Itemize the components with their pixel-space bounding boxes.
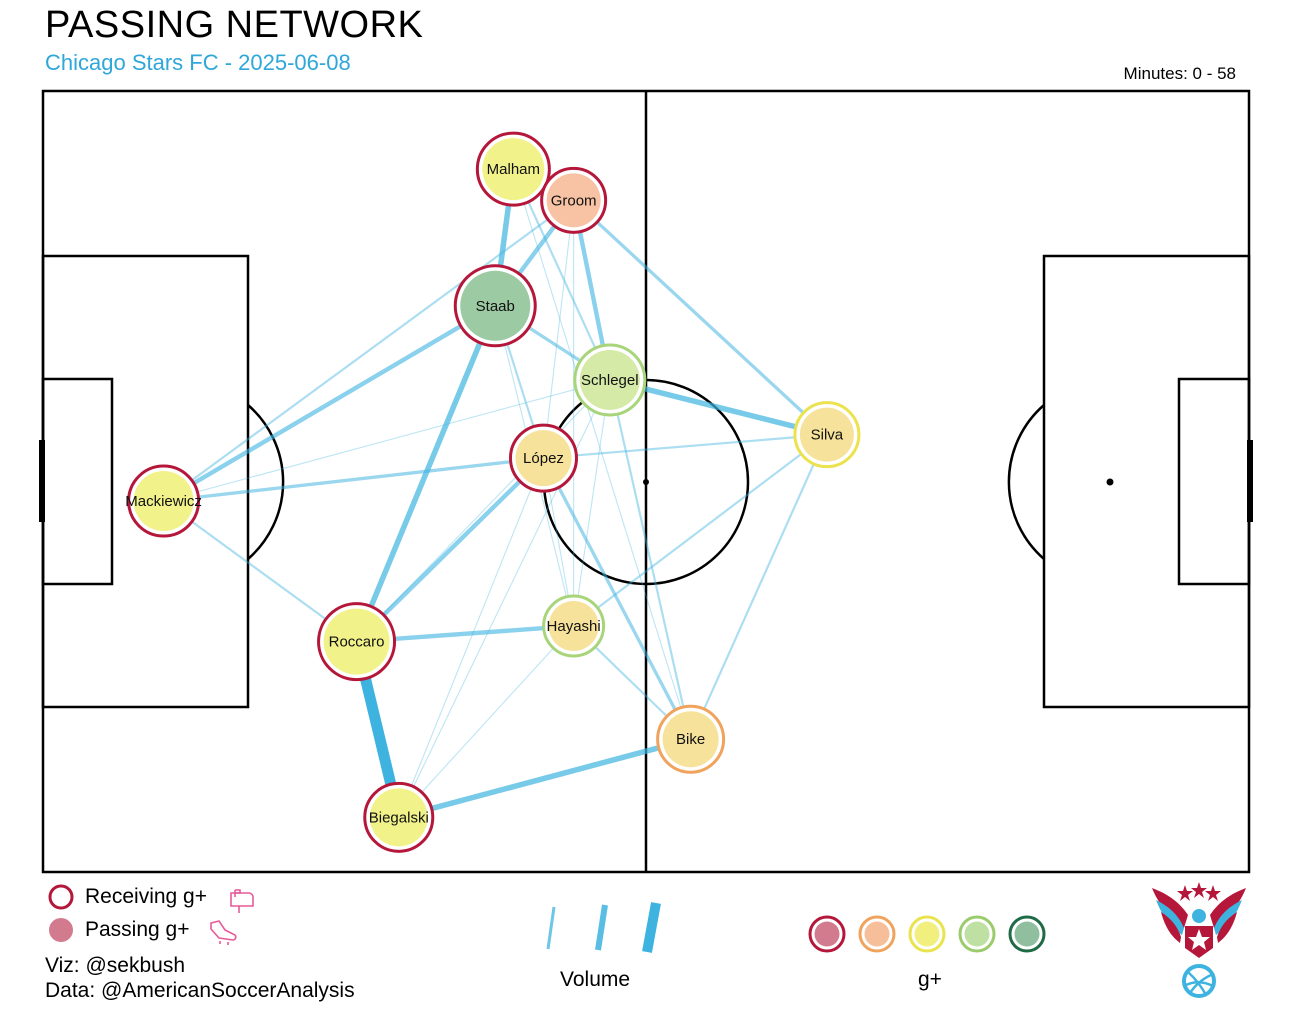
- player-fill: [546, 173, 601, 228]
- viz-credit: Viz: @sekbush: [45, 954, 185, 977]
- gplus-swatch: [964, 921, 990, 947]
- player-node: Groom: [540, 166, 608, 234]
- receiving-legend-swatch: [48, 884, 74, 910]
- pass-edge: [162, 199, 575, 502]
- page-title: PASSING NETWORK: [45, 4, 424, 46]
- player-name: Roccaro: [329, 634, 385, 651]
- player-name: Schlegel: [581, 372, 639, 389]
- gplus-swatch: [864, 921, 890, 947]
- receiving-legend-label: Receiving g+: [85, 885, 207, 908]
- gplus-swatch: [914, 921, 940, 947]
- data-credit: Data: @AmericanSoccerAnalysis: [45, 979, 355, 1002]
- player-node: Malham: [475, 131, 551, 207]
- right-penalty-area: [1042, 254, 1251, 709]
- player-fill: [133, 471, 194, 532]
- pass-edge: [572, 199, 829, 436]
- pass-edge: [542, 457, 693, 740]
- player-fill: [662, 711, 719, 768]
- center-spot: [643, 479, 649, 485]
- pass-edge: [162, 500, 358, 643]
- player-name: Bike: [676, 731, 705, 748]
- gplus-swatch: [1014, 921, 1040, 947]
- player-node: Hayashi: [542, 594, 606, 658]
- volume-swatch-mid: [595, 904, 608, 951]
- player-name: López: [523, 450, 564, 467]
- player-fill: [515, 430, 572, 487]
- pass-edge: [608, 379, 692, 740]
- player-name: Groom: [551, 192, 597, 209]
- left-penalty-arc: [247, 404, 285, 560]
- volume-swatch-low: [546, 906, 556, 950]
- pass-edge: [543, 433, 827, 460]
- pass-edge: [512, 168, 692, 740]
- passing-legend-swatch: [49, 918, 73, 942]
- left-goal: [39, 440, 45, 522]
- pass-edge: [609, 377, 828, 438]
- right-penalty-arc: [1007, 404, 1045, 560]
- player-fill: [579, 349, 640, 410]
- player-node: Schlegel: [573, 343, 647, 417]
- player-name: Malham: [487, 161, 540, 178]
- pass-edge: [572, 433, 828, 627]
- eagle-crest-icon: [1152, 882, 1246, 998]
- gplus-legend-label: g+: [918, 968, 942, 991]
- pass-edge: [162, 303, 497, 503]
- boot-icon: [210, 920, 237, 945]
- player-node: Mackiewicz: [125, 464, 202, 538]
- player-node: Roccaro: [317, 602, 397, 682]
- pass-edge: [354, 304, 498, 643]
- player-fill: [323, 608, 390, 675]
- minutes-range: Minutes: 0 - 58: [1123, 64, 1236, 83]
- player-node: Biegalski: [363, 781, 435, 853]
- player-name: Biegalski: [369, 809, 429, 826]
- volume-swatch-high: [642, 902, 661, 953]
- mailbox-icon: [230, 889, 254, 913]
- pass-edge: [398, 625, 575, 818]
- left-goal-area: [41, 377, 114, 586]
- pass-edge: [163, 379, 610, 502]
- volume-legend-label: Volume: [560, 968, 631, 991]
- player-fill: [548, 600, 599, 651]
- pass-edge: [355, 456, 546, 644]
- player-name: Mackiewicz: [125, 493, 202, 510]
- passing-legend-label: Passing g+: [85, 918, 190, 941]
- player-node: López: [508, 423, 578, 493]
- volume-legend: [546, 902, 661, 953]
- pass-edge: [356, 379, 611, 642]
- right-goal-area: [1177, 377, 1251, 586]
- player-node: Bike: [656, 704, 726, 774]
- player-fill: [369, 788, 428, 847]
- player-fill: [460, 270, 531, 341]
- pass-edge: [573, 379, 611, 627]
- pass-edge: [689, 434, 828, 740]
- right-goal: [1247, 440, 1253, 522]
- right-penalty-spot: [1106, 478, 1114, 486]
- pass-edge: [542, 200, 575, 459]
- gplus-swatch: [814, 921, 840, 947]
- gplus-legend: [808, 915, 1046, 953]
- player-node: Staab: [453, 264, 537, 348]
- pass-edge: [398, 457, 545, 818]
- pass-edge: [512, 168, 611, 381]
- player-name: Hayashi: [547, 618, 601, 635]
- player-name: Staab: [476, 298, 515, 315]
- player-name: Silva: [811, 427, 844, 444]
- page-subtitle: Chicago Stars FC - 2025-06-08: [45, 50, 351, 75]
- player-nodes: MalhamGroomStaabSchlegelSilvaLópezMackie…: [125, 131, 861, 853]
- pass-edge: [163, 456, 544, 503]
- player-node: Silva: [793, 401, 861, 469]
- player-fill: [799, 407, 854, 462]
- player-fill: [482, 138, 545, 201]
- credits: Viz: @sekbush Data: @AmericanSoccerAnaly…: [45, 953, 355, 1003]
- pass-edge: [398, 736, 692, 820]
